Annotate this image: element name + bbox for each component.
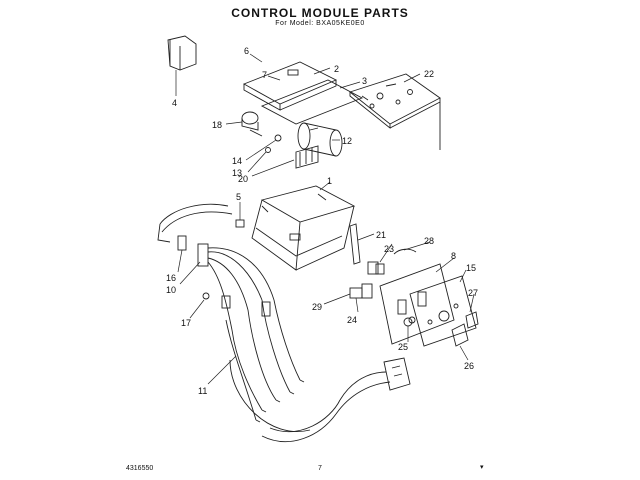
part-control-panel (379, 263, 455, 345)
part-coil (241, 111, 263, 137)
document-number: 4316550 (126, 465, 154, 472)
callout-22: 22 (424, 69, 434, 79)
callout-1: 1 (327, 176, 332, 186)
part-power-cord (229, 357, 411, 443)
page-number: 7 (318, 465, 322, 472)
corner-mark: ▾ (480, 464, 484, 471)
part-knobs (451, 311, 479, 347)
callout-labels: 1 2 3 4 5 6 7 8 10 11 12 13 14 15 16 17 … (166, 46, 478, 396)
callout-27: 27 (468, 288, 478, 298)
part-wire-harness (157, 203, 305, 423)
callout-6: 6 (244, 46, 249, 56)
part-motor (297, 122, 343, 157)
part-screws (265, 134, 282, 153)
callout-10: 10 (166, 285, 176, 295)
callout-28: 28 (424, 236, 434, 246)
leader-lines (175, 53, 475, 385)
callout-14: 14 (232, 156, 242, 166)
callout-5: 5 (236, 192, 241, 202)
part-terminal-block (295, 145, 319, 169)
callout-3: 3 (362, 76, 367, 86)
callout-20: 20 (238, 174, 248, 184)
part-plate (260, 79, 364, 125)
callout-21: 21 (376, 230, 386, 240)
part-cover (242, 61, 338, 111)
callout-8: 8 (451, 251, 456, 261)
callout-24: 24 (347, 315, 357, 325)
callout-23: 23 (384, 244, 394, 254)
callout-17: 17 (181, 318, 191, 328)
callout-2: 2 (334, 64, 339, 74)
callout-4: 4 (172, 98, 177, 108)
part-panel-overlay (409, 275, 477, 347)
part-clip (235, 219, 245, 228)
callout-12: 12 (342, 136, 352, 146)
callout-18: 18 (212, 120, 222, 130)
part-bracket (167, 35, 197, 71)
callout-11: 11 (198, 386, 207, 396)
page-title: CONTROL MODULE PARTS (231, 6, 409, 20)
callout-13: 13 (232, 168, 242, 178)
callout-26: 26 (464, 361, 474, 371)
callout-29: 29 (312, 302, 322, 312)
part-circuit-board (349, 73, 441, 150)
part-knob-small (403, 317, 413, 327)
callout-15: 15 (466, 263, 476, 273)
part-switches (349, 248, 417, 299)
model-subtitle: For Model: BXA05KE0E0 (275, 20, 365, 27)
callout-16: 16 (166, 273, 176, 283)
part-ground-screw (202, 292, 210, 300)
part-strip (349, 223, 361, 265)
callout-7: 7 (262, 70, 267, 80)
callout-25: 25 (398, 342, 408, 352)
part-housing (251, 185, 356, 271)
